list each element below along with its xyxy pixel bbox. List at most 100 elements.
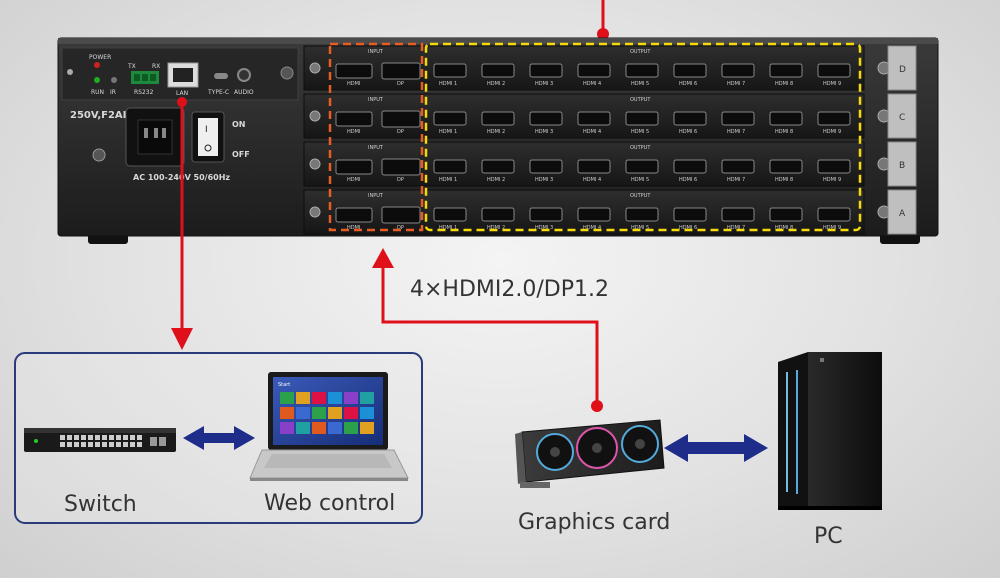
- output-hdmi-port: [529, 207, 563, 222]
- output-port-label: HDMI 6: [679, 177, 697, 183]
- output-port-label: HDMI 4: [583, 177, 601, 183]
- card-screw-icon: [309, 62, 321, 74]
- card-slot-tab: [887, 45, 917, 91]
- led-indicators: POWER RUN IR: [67, 54, 117, 96]
- input-hdmi-label: HDMI: [347, 177, 360, 183]
- input-dp-label: DP: [397, 129, 404, 135]
- pc-tower-icon: [778, 352, 882, 510]
- card-slot-tab: [887, 189, 917, 235]
- card-input-label: INPUT: [368, 145, 384, 151]
- network-switch-icon: [24, 428, 176, 452]
- output-hdmi-port: [673, 159, 707, 174]
- output-port-label: HDMI 7: [727, 225, 745, 231]
- graphics-card-label: Graphics card: [518, 510, 670, 535]
- ground-screw-icon: [92, 148, 106, 162]
- tx-label: TX: [127, 63, 136, 70]
- output-hdmi-port: [817, 207, 851, 222]
- output-port-label: HDMI 7: [727, 129, 745, 135]
- input-hdmi-label: HDMI: [347, 81, 360, 87]
- card-output-label: OUTPUT: [630, 193, 651, 199]
- typec-label: TYPE-C: [207, 89, 229, 96]
- output-port-label: HDMI 1: [439, 129, 457, 135]
- input-spec-label: 4×HDMI2.0/DP1.2: [410, 277, 609, 302]
- web-control-box: Switch Start Web control: [14, 352, 423, 524]
- input-dp-label: DP: [397, 225, 404, 231]
- card-input-label: INPUT: [368, 49, 384, 55]
- output-port-label: HDMI 8: [775, 177, 793, 183]
- output-port-label: HDMI 3: [535, 81, 553, 87]
- input-hdmi-label: HDMI: [347, 129, 360, 135]
- output-port-label: HDMI 5: [631, 129, 649, 135]
- switch-label: Switch: [64, 492, 137, 517]
- input-highlight-box: [328, 42, 424, 232]
- output-port-label: HDMI 9: [823, 225, 841, 231]
- card-screw-icon: [309, 110, 321, 122]
- io-cards: INPUT OUTPUT HDMI DP HDMI 1 HDMI 2 HDMI 3 HDMI …: [303, 45, 891, 235]
- output-port-label: HDMI 2: [487, 129, 505, 135]
- output-hdmi-port: [769, 207, 803, 222]
- input-dp-label: DP: [397, 81, 404, 87]
- input-hdmi-label: HDMI: [347, 225, 360, 231]
- output-hdmi-port: [625, 207, 659, 222]
- panel-screw-icon: [280, 66, 294, 80]
- card-screw-icon: [309, 206, 321, 218]
- input-hdmi-port: [335, 63, 373, 79]
- output-port-label: HDMI 2: [487, 177, 505, 183]
- output-port-label: HDMI 3: [535, 225, 553, 231]
- output-hdmi-port: [721, 159, 755, 174]
- output-hdmi-port: [769, 159, 803, 174]
- card-slot-letter: A: [899, 209, 906, 219]
- output-port-label: HDMI 8: [775, 225, 793, 231]
- audio-port: AUDIO: [234, 68, 254, 96]
- output-hdmi-port: [577, 111, 611, 126]
- output-hdmi-port: [529, 111, 563, 126]
- lan-red-link: [171, 97, 193, 350]
- output-port-label: HDMI 1: [439, 225, 457, 231]
- svg-text:I: I: [205, 125, 208, 135]
- lan-label: LAN: [176, 90, 188, 97]
- rs232-terminal: TX RX RS232: [127, 63, 160, 96]
- output-highlight-box: [424, 42, 862, 232]
- card-input-label: INPUT: [368, 97, 384, 103]
- output-port-label: HDMI 3: [535, 129, 553, 135]
- card-slot-letter: D: [899, 65, 906, 75]
- output-port-label: HDMI 9: [823, 81, 841, 87]
- output-hdmi-port: [721, 111, 755, 126]
- gpu-pc-double-arrow-icon: [664, 434, 768, 462]
- output-hdmi-port: [817, 63, 851, 78]
- output-port-label: HDMI 3: [535, 177, 553, 183]
- output-port-label: HDMI 6: [679, 81, 697, 87]
- input-hdmi-port: [335, 111, 373, 127]
- output-port-label: HDMI 8: [775, 81, 793, 87]
- output-hdmi-port: [433, 63, 467, 78]
- output-hdmi-port: [577, 207, 611, 222]
- switch-laptop-double-arrow-icon: [183, 426, 255, 450]
- output-hdmi-port: [625, 111, 659, 126]
- output-port-label: HDMI 9: [823, 177, 841, 183]
- output-hdmi-port: [817, 159, 851, 174]
- output-port-label: HDMI 2: [487, 225, 505, 231]
- output-port-label: HDMI 7: [727, 177, 745, 183]
- input-dp-port: [381, 158, 421, 176]
- output-hdmi-port: [577, 159, 611, 174]
- output-hdmi-port: [481, 207, 515, 222]
- output-hdmi-port: [625, 63, 659, 78]
- card-output-label: OUTPUT: [630, 49, 651, 55]
- top-red-link: [597, 0, 609, 40]
- output-port-label: HDMI 4: [583, 225, 601, 231]
- output-hdmi-port: [481, 63, 515, 78]
- rs232-label: RS232: [134, 89, 154, 96]
- card-slot-tab: [887, 93, 917, 139]
- output-hdmi-port: [433, 207, 467, 222]
- output-port-label: HDMI 5: [631, 225, 649, 231]
- output-port-label: HDMI 4: [583, 81, 601, 87]
- typec-port: TYPE-C: [207, 73, 229, 96]
- output-port-label: HDMI 8: [775, 129, 793, 135]
- input-hdmi-port: [335, 159, 373, 175]
- card-screw-icon: [309, 158, 321, 170]
- output-port-label: HDMI 1: [439, 177, 457, 183]
- output-hdmi-port: [817, 111, 851, 126]
